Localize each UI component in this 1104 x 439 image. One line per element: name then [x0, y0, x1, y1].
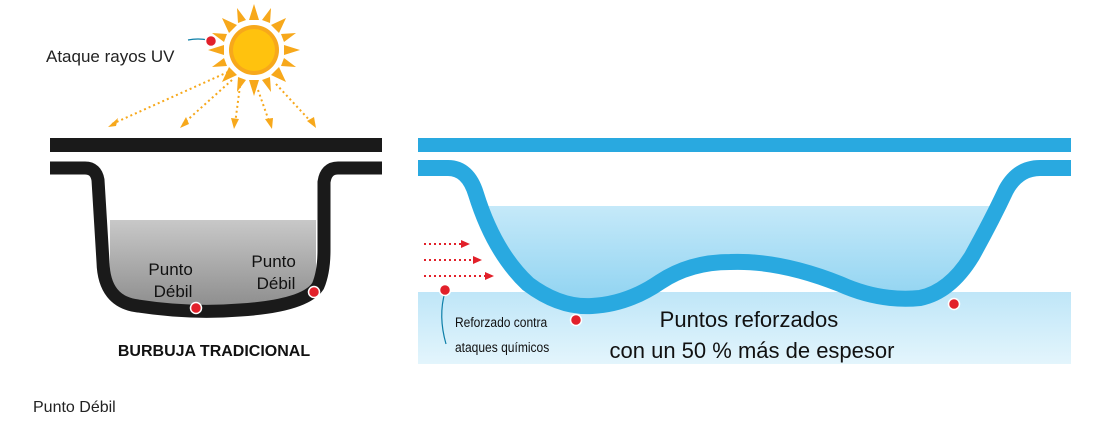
reinforced-bubble-panel: Reforzado contra ataques químicos Puntos… — [418, 138, 1071, 364]
uv-rays — [111, 71, 314, 125]
weak-point-right-label: Punto Débil — [251, 252, 300, 293]
chemical-marker — [438, 283, 452, 297]
reinforced-point-right-marker — [947, 297, 961, 311]
reinforced-point-left-marker — [569, 313, 583, 327]
reinforced-top-plate — [418, 138, 1071, 152]
reinforced-bubble-wall — [418, 160, 1071, 315]
weak-point-caption: Punto Débil — [33, 399, 116, 416]
traditional-title: BURBUJA TRADICIONAL — [118, 343, 311, 360]
uv-ray-arrowheads — [108, 117, 316, 129]
traditional-bubble-panel: Ataque rayos UV Punto Débil Punto Débil … — [33, 4, 382, 416]
sun-icon — [208, 4, 300, 96]
uv-marker — [204, 34, 218, 48]
weak-point-right-marker — [307, 285, 321, 299]
reinforced-base — [418, 292, 1071, 364]
uv-label: Ataque rayos UV — [46, 47, 175, 66]
weak-point-center-label: Punto Débil — [148, 260, 197, 301]
weak-point-center-marker — [189, 301, 203, 315]
traditional-top-plate — [50, 138, 382, 152]
reinforced-main-label: Puntos reforzados con un 50 % más de esp… — [610, 307, 895, 363]
dotted-arrow-icon — [424, 240, 494, 280]
traditional-contents — [109, 220, 317, 309]
chemical-label: Reforzado contra ataques químicos — [455, 314, 551, 355]
traditional-bubble-wall — [50, 161, 382, 318]
